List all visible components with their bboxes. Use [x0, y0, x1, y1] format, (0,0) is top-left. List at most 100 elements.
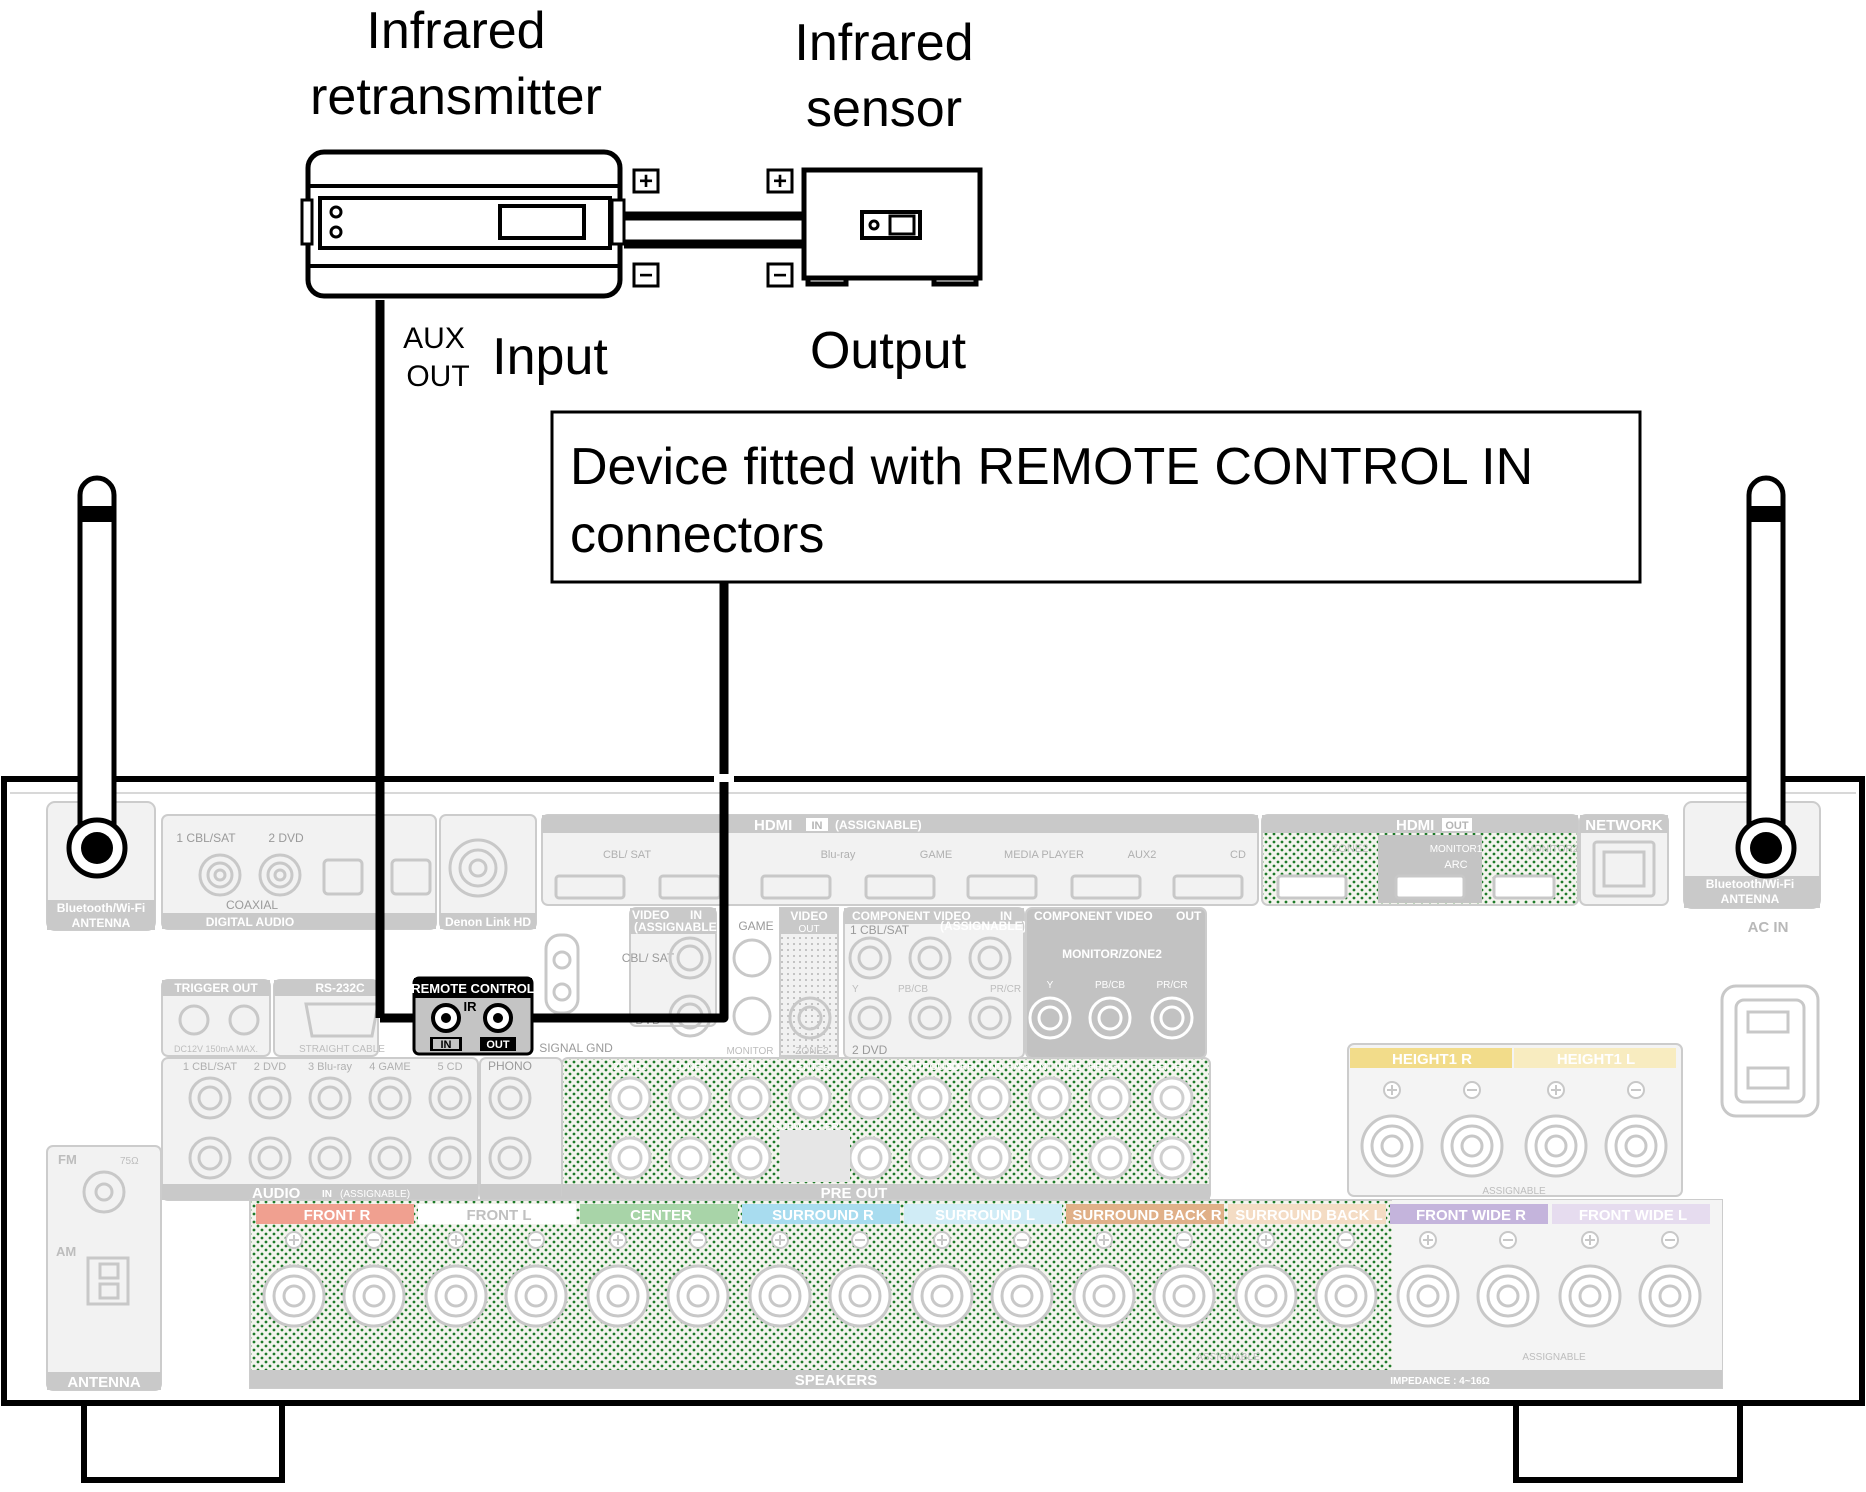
digital-1-label: 1 CBL/SAT: [176, 831, 236, 845]
component-1-label: 1 CBL/SAT: [850, 923, 910, 937]
pre-out-jack: [668, 1076, 712, 1120]
hdmi-arc-label: ARC: [1444, 859, 1467, 871]
height-section: HEIGHT1 L: [1514, 1048, 1676, 1178]
infrared-retransmitter: [300, 149, 626, 299]
component-out-label: COMPONENT VIDEO: [1034, 909, 1153, 923]
impedance-label: IMPEDANCE : 4~16Ω: [1390, 1376, 1489, 1387]
coaxial-label: COAXIAL: [226, 898, 278, 912]
video-in-label: VIDEO: [632, 908, 669, 922]
height-assignable-label: ASSIGNABLE: [1482, 1186, 1546, 1197]
pre-out-jack: [1150, 1136, 1194, 1180]
phono-section: [479, 1057, 563, 1201]
callout-line-2: connectors: [570, 506, 824, 564]
speaker-section-label: SURROUND L: [935, 1207, 1035, 1224]
pre-out-jack: [968, 1076, 1012, 1120]
sensor-minus: −: [773, 262, 787, 289]
sensor-plus: +: [773, 168, 787, 195]
audio-jack: [308, 1076, 352, 1120]
ac-in-label: AC IN: [1748, 919, 1789, 936]
component-in-tag: IN: [1000, 909, 1012, 923]
speaker-section-label: SURROUND BACK R: [1072, 1207, 1221, 1224]
hdmi-in-tag: IN: [812, 820, 823, 832]
fm-ohm-label: 75Ω: [120, 1156, 139, 1167]
pre-out-jack: [1088, 1136, 1132, 1180]
aux-label-1: AUX: [403, 322, 465, 355]
audio-in-tag: IN: [322, 1189, 332, 1200]
pre-out-jack: [1150, 1076, 1194, 1120]
pre-out-label: ZONE2: [613, 1062, 647, 1073]
pre-out-jack: [1088, 1076, 1132, 1120]
subwoofer-label: SUBWOOFER: [773, 1122, 839, 1133]
speaker-section: FRONT L: [418, 1204, 576, 1328]
bt-antenna-left: [66, 475, 128, 879]
audio-jack: [248, 1136, 292, 1180]
speaker-section: FRONT WIDE L: [1552, 1204, 1710, 1328]
remote-ir-label: IR: [464, 999, 478, 1014]
video-monitor-label: MONITOR: [726, 1046, 773, 1057]
pre-out-label: HEIGHT1: [1088, 1062, 1132, 1073]
hdmi-in-label: HDMI: [754, 817, 792, 834]
left-foot: [81, 1403, 285, 1483]
component-y-label: Y: [852, 984, 859, 995]
trigger-spec-label: DC12V 150mA MAX.: [174, 1044, 258, 1054]
component-out-y-label: Y: [1047, 980, 1054, 991]
audio-jack: [308, 1136, 352, 1180]
bt-right-label2: ANTENNA: [1721, 892, 1780, 906]
video-assignable-label: (ASSIGNABLE): [634, 920, 721, 934]
remote-out-label: OUT: [486, 1039, 510, 1051]
hdmi-input-label: MEDIA PLAYER: [1004, 849, 1084, 861]
pre-out-jack: [1028, 1136, 1072, 1180]
speaker-section: FRONT R: [256, 1204, 414, 1328]
terminal-marks: + − + −: [632, 168, 794, 289]
remote-in-label: IN: [441, 1039, 452, 1051]
speaker-section-label: FRONT WIDE R: [1416, 1207, 1526, 1224]
video-out-tag: OUT: [798, 924, 819, 935]
antenna-label: ANTENNA: [67, 1374, 140, 1391]
audio-jack: [368, 1136, 412, 1180]
digital-2-label: 2 DVD: [268, 831, 304, 845]
pre-out-label: HEIGHT2: [1150, 1062, 1194, 1073]
pre-out-jack: [668, 1136, 712, 1180]
hdmi-input-label: CD: [1230, 849, 1246, 861]
hdmi-input-label: GAME: [920, 849, 952, 861]
audio-jack: [188, 1136, 232, 1180]
pre-out-label: SURROUND: [901, 1062, 959, 1073]
component-out-tag: OUT: [1176, 909, 1202, 923]
speaker-section: FRONT WIDE R: [1390, 1204, 1548, 1328]
callout-line-1: Device fitted with REMOTE CONTROL IN: [570, 438, 1533, 496]
bt-right-label: Bluetooth/Wi-Fi: [1706, 877, 1795, 891]
hdmi-assignable-label: (ASSIGNABLE): [835, 818, 922, 832]
component-out-pb-label: PB/CB: [1095, 980, 1125, 991]
speaker-section-label: SURROUND R: [772, 1207, 874, 1224]
audio-jack: [188, 1076, 232, 1120]
pre-out-jack: [848, 1136, 892, 1180]
audio-input-label: 4 GAME: [369, 1061, 411, 1073]
pre-out-jack: [968, 1136, 1012, 1180]
audio-in-label: AUDIO: [252, 1185, 301, 1202]
sensor-title-1: Infrared: [794, 14, 973, 72]
pre-out-jack: [788, 1076, 832, 1120]
height-section-label: HEIGHT1 L: [1557, 1051, 1635, 1068]
component-assignable-label: (ASSIGNABLE): [940, 919, 1027, 933]
audio-input-label: 2 DVD: [254, 1061, 286, 1073]
speaker-section-label: FRONT R: [304, 1207, 371, 1224]
retrans-plus: +: [639, 168, 653, 195]
am-label: AM: [56, 1244, 76, 1259]
trigger-out-label: TRIGGER OUT: [174, 981, 258, 995]
speaker-section: SURROUND BACK L: [1228, 1204, 1386, 1328]
pre-out-label: CENTER: [789, 1062, 830, 1073]
input-label: Input: [492, 328, 608, 386]
speakers-assignable-label-1: ASSIGNABLE: [1196, 1352, 1260, 1363]
audio-jack: [428, 1076, 472, 1120]
speaker-section: CENTER: [580, 1204, 738, 1328]
hdmi-monitor2-label: MONITOR2: [1526, 844, 1579, 855]
bt-left-label2: ANTENNA: [72, 916, 131, 930]
bt-left-label: Bluetooth/Wi-Fi: [57, 901, 146, 915]
receiver-rear-panel: Bluetooth/Wi-Fi ANTENNA Bluetooth/Wi-Fi …: [1, 475, 1865, 1483]
hdmi-monitor1-label: MONITOR1: [1430, 844, 1483, 855]
retrans-minus: −: [639, 262, 653, 289]
pre-out-label: PRE OUT: [821, 1185, 888, 1202]
denon-link-section: [439, 814, 537, 930]
hdmi-zone2-label: ZONE2: [1332, 843, 1369, 855]
